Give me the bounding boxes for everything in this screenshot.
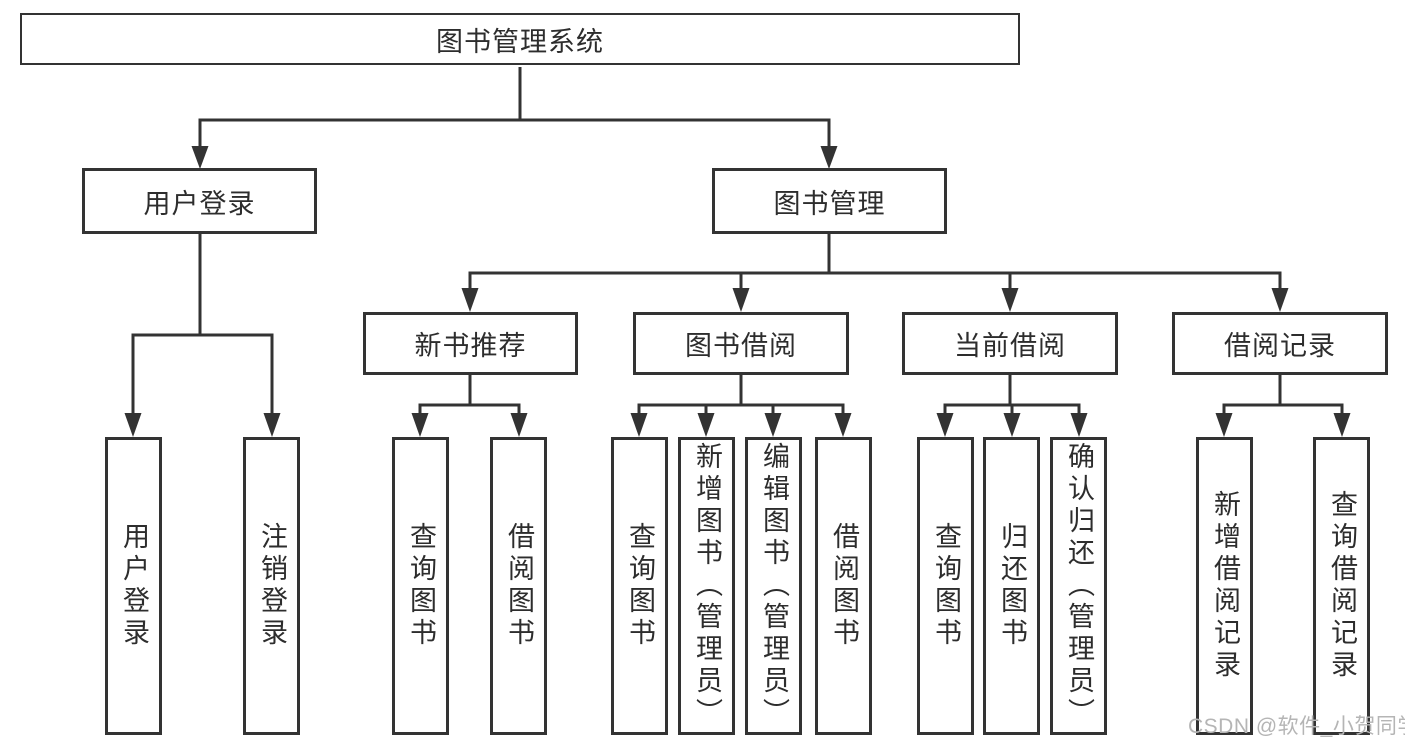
connector-book-mgmt (461, 234, 1289, 312)
node-borrow-records: 借阅记录 (1172, 312, 1388, 375)
leaf-user-login: 用户登录 (105, 437, 162, 735)
leaf-borrow-edit-label: 编辑图书（管理员） (759, 442, 789, 730)
leaf-current-query-label: 查询图书 (931, 522, 961, 650)
connector-root (191, 67, 838, 169)
leaf-newbooks-borrow-label: 借阅图书 (504, 522, 534, 650)
connector-borrow-records (1215, 375, 1351, 437)
leaf-borrow-borrow-label: 借阅图书 (829, 522, 859, 650)
node-current-borrow-label: 当前借阅 (954, 331, 1066, 361)
leaf-records-query: 查询借阅记录 (1313, 437, 1370, 735)
connector-book-borrow (630, 375, 852, 437)
leaf-records-add-label: 新增借阅记录 (1210, 490, 1240, 682)
node-user-login: 用户登录 (82, 168, 317, 234)
node-new-books: 新书推荐 (363, 312, 578, 375)
leaf-borrow-borrow: 借阅图书 (815, 437, 872, 735)
leaf-current-return: 归还图书 (983, 437, 1040, 735)
connector-new-books (411, 375, 528, 437)
leaf-current-query: 查询图书 (917, 437, 974, 735)
leaf-newbooks-query: 查询图书 (392, 437, 449, 735)
leaf-borrow-query-label: 查询图书 (625, 522, 655, 650)
leaf-logout: 注销登录 (243, 437, 300, 735)
leaf-newbooks-borrow: 借阅图书 (490, 437, 547, 735)
leaf-user-login-label: 用户登录 (119, 522, 149, 650)
node-root: 图书管理系统 (20, 13, 1020, 65)
csdn-watermark: CSDN @软件_小贺同学 (1188, 715, 1405, 738)
node-user-login-label: 用户登录 (143, 188, 256, 219)
node-book-mgmt: 图书管理 (712, 168, 947, 234)
leaf-logout-label: 注销登录 (257, 522, 287, 650)
leaf-borrow-add-label: 新增图书（管理员） (692, 442, 722, 730)
leaf-borrow-add: 新增图书（管理员） (678, 437, 735, 735)
leaf-newbooks-query-label: 查询图书 (406, 522, 436, 650)
node-book-mgmt-label: 图书管理 (773, 188, 886, 219)
node-book-borrow: 图书借阅 (633, 312, 849, 375)
node-current-borrow: 当前借阅 (902, 312, 1118, 375)
leaf-current-confirm: 确认归还（管理员） (1050, 437, 1107, 735)
leaf-records-add: 新增借阅记录 (1196, 437, 1253, 735)
leaf-borrow-query: 查询图书 (611, 437, 668, 735)
connector-user-login (124, 234, 281, 437)
connector-current-borrow (936, 375, 1088, 437)
node-root-label: 图书管理系统 (436, 26, 604, 57)
leaf-records-query-label: 查询借阅记录 (1327, 490, 1357, 682)
node-borrow-records-label: 借阅记录 (1224, 331, 1336, 361)
node-book-borrow-label: 图书借阅 (685, 331, 797, 361)
leaf-borrow-edit: 编辑图书（管理员） (745, 437, 802, 735)
leaf-current-confirm-label: 确认归还（管理员） (1064, 442, 1094, 730)
node-new-books-label: 新书推荐 (414, 331, 527, 361)
leaf-current-return-label: 归还图书 (997, 522, 1027, 650)
